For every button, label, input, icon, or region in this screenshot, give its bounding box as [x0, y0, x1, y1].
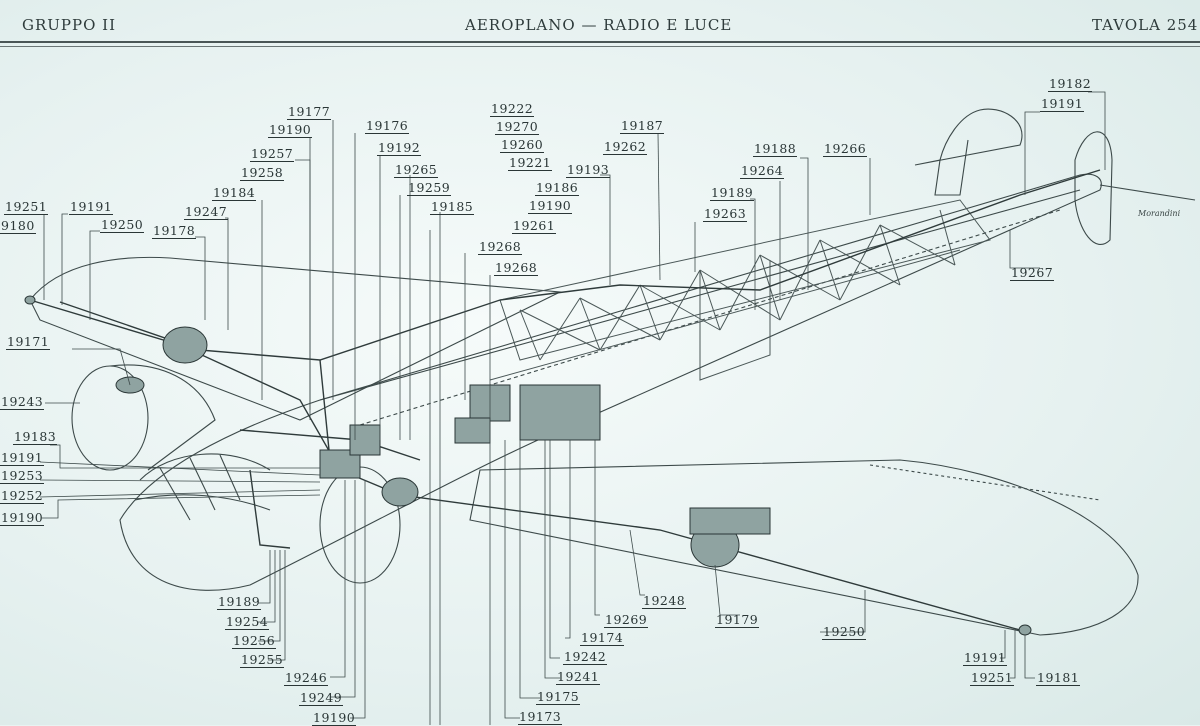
part-label-19264: 19264	[740, 163, 785, 179]
part-label-19180: 9180	[0, 218, 36, 234]
part-label-19246: 19246	[284, 670, 329, 686]
group-label: GRUPPO II	[22, 16, 117, 34]
draftsman-signature: Morandini	[1138, 209, 1181, 218]
relay-panel	[349, 424, 381, 456]
wingtip-light-right	[1018, 624, 1032, 636]
part-label-19177: 19177	[287, 104, 332, 120]
part-label-19193: 19193	[566, 162, 611, 178]
part-label-19257: 19257	[250, 146, 295, 162]
part-label-19254: 19254	[225, 614, 270, 630]
part-label-19189-bottom: 19189	[217, 594, 262, 610]
part-label-19190-top: 19190	[268, 122, 313, 138]
radio-unit-2	[454, 417, 491, 444]
part-label-19173: 19173	[518, 709, 563, 725]
part-label-19221: 19221	[508, 155, 553, 171]
part-label-19191-left: 19191	[69, 199, 114, 215]
plate-title: AEROPLANO — RADIO E LUCE	[465, 16, 733, 34]
part-label-19253: 19253	[0, 468, 45, 484]
part-label-19184: 19184	[212, 185, 257, 201]
part-label-19171: 19171	[6, 334, 51, 350]
part-label-19190-mid: 19190	[528, 198, 573, 214]
nose-glazing	[134, 453, 271, 521]
part-label-19249: 19249	[299, 690, 344, 706]
part-label-19185: 19185	[430, 199, 475, 215]
header-rule-thin	[0, 46, 1200, 47]
part-label-19191-tail: 19191	[1040, 96, 1085, 112]
part-label-19186: 19186	[535, 180, 580, 196]
part-label-19181: 19181	[1036, 670, 1081, 686]
part-label-19250-right: 19250	[822, 624, 867, 640]
part-label-19243: 19243	[0, 394, 45, 410]
part-label-19256: 19256	[232, 633, 277, 649]
plate-number: TAVOLA 254	[1092, 16, 1199, 34]
part-label-19187: 19187	[620, 118, 665, 134]
part-label-19266: 19266	[823, 141, 868, 157]
part-label-19270: 19270	[495, 119, 540, 135]
part-label-19262: 19262	[603, 139, 648, 155]
part-label-19176: 19176	[365, 118, 410, 134]
fuselage-outline	[119, 173, 1102, 591]
radio-unit-3	[519, 384, 601, 441]
part-label-19258: 19258	[240, 165, 285, 181]
part-label-19190-nose: 19190	[0, 510, 45, 526]
part-label-19192: 19192	[377, 140, 422, 156]
vertical-fin	[1074, 131, 1113, 246]
part-label-19260: 19260	[500, 137, 545, 153]
part-label-19247: 19247	[184, 204, 229, 220]
fuselage-truss	[489, 199, 991, 381]
part-label-19251-left: 19251	[4, 199, 49, 215]
part-label-19189-top: 19189	[710, 185, 755, 201]
left-landing-light	[162, 326, 208, 364]
part-label-19179: 19179	[715, 612, 760, 628]
part-label-19263: 19263	[703, 206, 748, 222]
part-label-19252: 19252	[0, 488, 45, 504]
horizontal-stabilizer	[914, 108, 1023, 166]
dynamo	[381, 477, 419, 507]
part-label-19175: 19175	[536, 689, 581, 705]
left-wing-outline	[29, 256, 563, 421]
part-label-19174: 19174	[580, 630, 625, 646]
part-label-19265: 19265	[394, 162, 439, 178]
right-light-housing	[689, 507, 771, 535]
part-label-19268-lower: 19268	[494, 260, 539, 276]
part-label-19242: 19242	[563, 649, 608, 665]
part-label-19190-bottom: 19190	[312, 710, 357, 726]
part-label-19250-left: 19250	[100, 217, 145, 233]
part-label-19248: 19248	[642, 593, 687, 609]
wingtip-light-left	[24, 295, 36, 305]
header-rule	[0, 41, 1200, 43]
part-label-19191-nose: 19191	[0, 450, 45, 466]
part-label-19183: 19183	[13, 429, 58, 445]
part-label-19261: 19261	[512, 218, 557, 234]
right-wing-outline	[469, 459, 1139, 636]
part-label-19251-wingtip: 19251	[970, 670, 1015, 686]
part-label-19182: 19182	[1048, 76, 1093, 92]
part-label-19191-wingtip: 19191	[963, 650, 1008, 666]
part-label-19241: 19241	[556, 669, 601, 685]
part-label-19259: 19259	[407, 180, 452, 196]
part-label-19188: 19188	[753, 141, 798, 157]
part-label-19255: 19255	[240, 652, 285, 668]
leader-lines	[39, 91, 1106, 725]
part-label-19269: 19269	[604, 612, 649, 628]
part-label-19222: 19222	[490, 101, 535, 117]
part-label-19268-upper: 19268	[478, 239, 523, 255]
part-label-19267: 19267	[1010, 265, 1055, 281]
part-label-19178: 19178	[152, 223, 197, 239]
